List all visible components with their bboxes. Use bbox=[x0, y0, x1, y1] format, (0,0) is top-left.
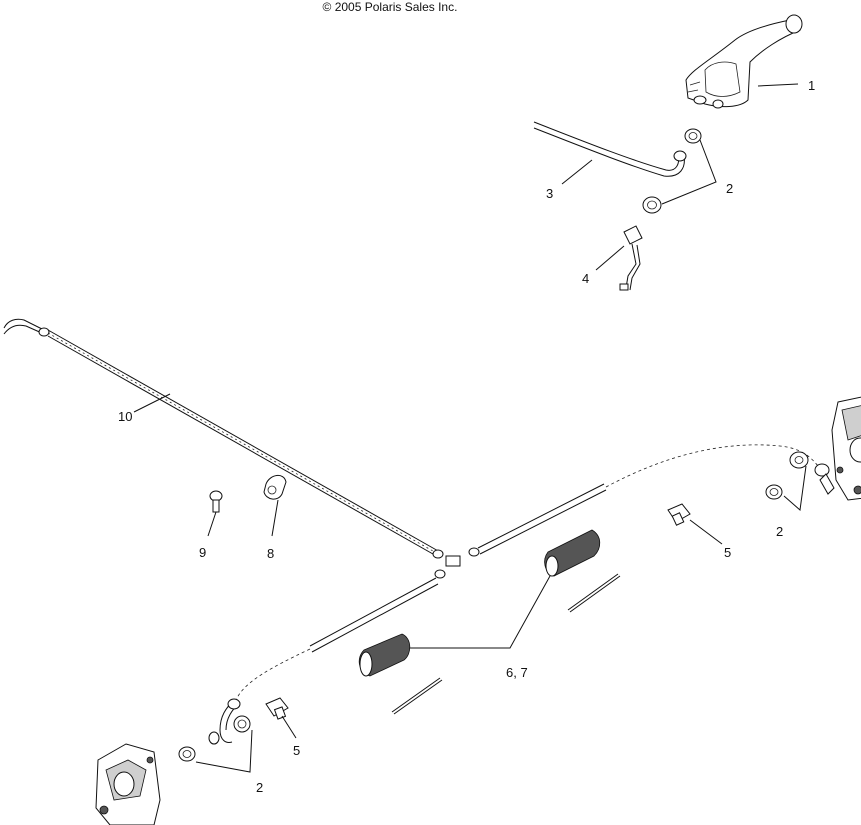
callout-2-right: 2 bbox=[776, 524, 783, 539]
pad-pin-upper bbox=[567, 573, 621, 613]
brake-light-switch bbox=[619, 225, 643, 291]
brake-pad-upper bbox=[544, 529, 601, 577]
leader-2-right bbox=[783, 465, 807, 511]
leader-4 bbox=[595, 245, 625, 271]
brake-line-long bbox=[3, 318, 444, 559]
washer-top-upper bbox=[684, 128, 702, 144]
washer-left-upper bbox=[233, 715, 251, 733]
callout-6-7: 6, 7 bbox=[506, 665, 528, 680]
brake-line-left bbox=[208, 577, 439, 745]
callout-2-left: 2 bbox=[256, 780, 263, 795]
brake-line-top bbox=[533, 121, 687, 177]
brake-line-right bbox=[477, 444, 835, 555]
brake-caliper-left bbox=[95, 743, 161, 825]
master-cylinder-lever bbox=[685, 14, 803, 109]
brake-pad-lower bbox=[358, 633, 411, 677]
brake-caliper-right bbox=[831, 396, 861, 501]
leader-3 bbox=[561, 159, 593, 185]
leader-10 bbox=[133, 393, 171, 413]
leader-9 bbox=[207, 511, 217, 537]
leader-6-7 bbox=[410, 575, 551, 649]
callout-2-top: 2 bbox=[726, 181, 733, 196]
banjo-bolt-right bbox=[667, 503, 691, 526]
washer-right-upper bbox=[789, 451, 809, 469]
pad-pin-lower bbox=[391, 677, 443, 715]
leader-2-top bbox=[661, 139, 717, 205]
leader-5-right bbox=[689, 519, 723, 545]
washer-top-lower bbox=[642, 196, 662, 214]
callout-10: 10 bbox=[118, 409, 132, 424]
leader-5-left bbox=[281, 715, 297, 739]
line-clamp bbox=[263, 475, 287, 500]
callout-1: 1 bbox=[808, 78, 815, 93]
leader-1 bbox=[757, 83, 799, 87]
callout-5-left: 5 bbox=[293, 743, 300, 758]
callout-5-right: 5 bbox=[724, 545, 731, 560]
callout-9: 9 bbox=[199, 545, 206, 560]
washer-right-lower bbox=[765, 484, 783, 500]
callout-8: 8 bbox=[267, 546, 274, 561]
banjo-bolt-left bbox=[265, 697, 289, 720]
washer-left-lower bbox=[178, 746, 196, 762]
leader-2-left bbox=[195, 729, 253, 773]
tee-junction bbox=[434, 547, 480, 579]
callout-3: 3 bbox=[546, 186, 553, 201]
callout-4: 4 bbox=[582, 271, 589, 286]
clamp-screw bbox=[209, 490, 223, 513]
copyright-notice: © 2005 Polaris Sales Inc. bbox=[322, 0, 458, 14]
leader-8 bbox=[271, 499, 279, 537]
